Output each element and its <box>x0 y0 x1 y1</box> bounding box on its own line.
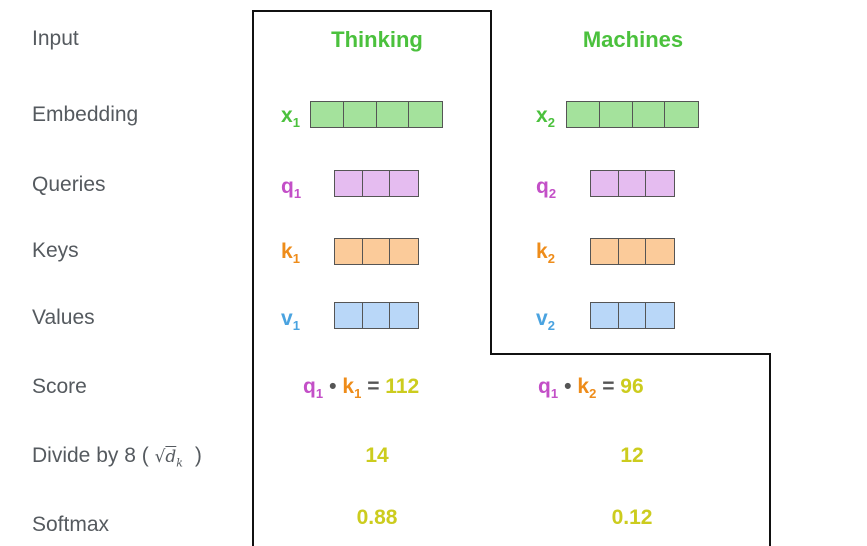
vector-cell <box>390 171 418 196</box>
row-label-input: Input <box>32 27 79 50</box>
row-label-divide: Divide by 8 ( √dk ) <box>32 444 202 469</box>
vector-cell <box>311 102 344 127</box>
score-value-2: 96 <box>620 375 644 398</box>
divided-value-2: 12 <box>620 444 644 467</box>
vector-cell <box>618 303 647 328</box>
vector-cell <box>390 239 418 264</box>
row-label-softmax: Softmax <box>32 513 110 536</box>
row-label-queries: Queries <box>32 173 106 196</box>
softmax-value-2: 0.12 <box>611 506 653 529</box>
vector-cell <box>335 303 363 328</box>
score-expression-2: q1•k2 = 96 <box>538 375 644 402</box>
embedding-vector-1 <box>310 101 443 128</box>
vector-cell <box>618 171 647 196</box>
vector-cell <box>618 239 647 264</box>
query-symbol-2: q2 <box>536 175 557 202</box>
divide-prefix: Divide by 8 ( <box>32 444 149 467</box>
query-symbol-1: q1 <box>281 175 302 202</box>
row-label-values: Values <box>32 306 95 329</box>
score-value-1: 112 <box>385 375 420 398</box>
vector-cell <box>646 239 674 264</box>
vector-cell <box>362 303 391 328</box>
vector-cell <box>591 303 619 328</box>
vector-cell <box>567 102 600 127</box>
vector-cell <box>591 171 619 196</box>
value-symbol-1: v1 <box>281 307 300 334</box>
value-vector-1 <box>334 302 419 329</box>
row-label-embedding: Embedding <box>32 103 139 126</box>
softmax-value-1: 0.88 <box>356 506 398 529</box>
vector-cell <box>646 171 674 196</box>
vector-cell <box>362 171 391 196</box>
vector-cell <box>591 239 619 264</box>
input-word-machines: Machines <box>582 27 684 52</box>
vector-cell <box>665 102 698 127</box>
vector-cell <box>632 102 666 127</box>
divide-suffix: ) <box>194 444 202 467</box>
key-symbol-1: k1 <box>281 240 300 267</box>
vector-cell <box>376 102 410 127</box>
embedding-symbol-1: x1 <box>281 104 300 131</box>
query-vector-2 <box>590 170 675 197</box>
divided-value-1: 14 <box>365 444 389 467</box>
vector-cell <box>599 102 633 127</box>
embedding-symbol-2: x2 <box>536 104 555 131</box>
key-vector-1 <box>334 238 419 265</box>
sqrt-dk-formula: √dk <box>154 447 183 470</box>
score-expression-1: q1•k1 = 112 <box>303 375 420 402</box>
input-word-thinking: Thinking <box>331 27 423 52</box>
vector-cell <box>362 239 391 264</box>
value-vector-2 <box>590 302 675 329</box>
embedding-vector-2 <box>566 101 699 128</box>
vector-cell <box>390 303 418 328</box>
vector-cell <box>409 102 442 127</box>
vector-cell <box>335 239 363 264</box>
vector-cell <box>343 102 377 127</box>
key-vector-2 <box>590 238 675 265</box>
vector-cell <box>646 303 674 328</box>
row-label-keys: Keys <box>32 239 79 262</box>
key-symbol-2: k2 <box>536 240 555 267</box>
value-symbol-2: v2 <box>536 307 555 334</box>
query-vector-1 <box>334 170 419 197</box>
row-label-score: Score <box>32 375 87 398</box>
vector-cell <box>335 171 363 196</box>
